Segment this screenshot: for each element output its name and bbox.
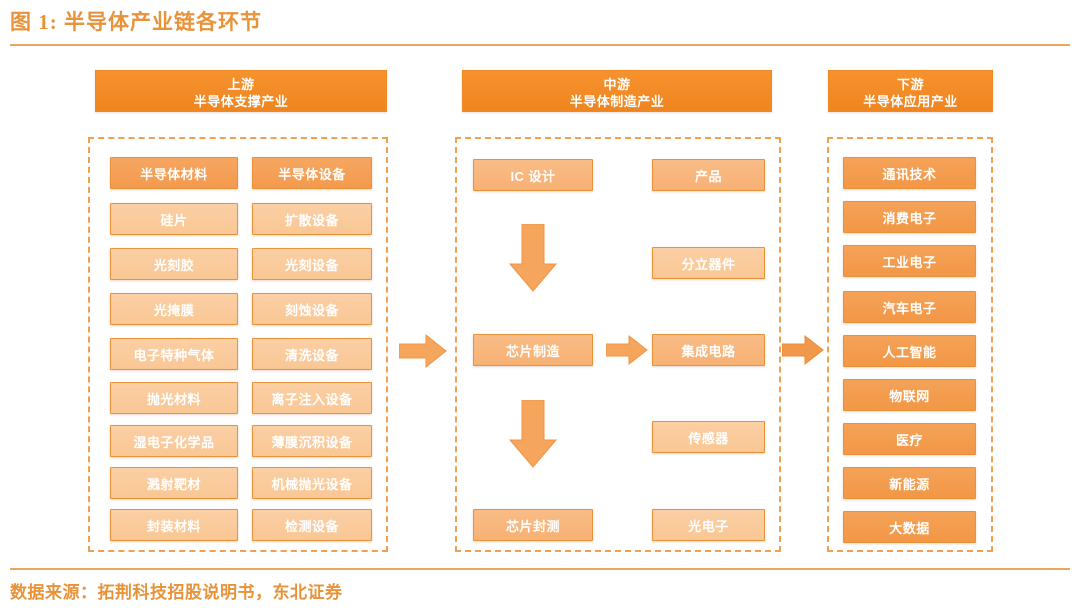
node-downstream-3[interactable]: 汽车电子 (843, 291, 976, 323)
node-upstream-equipment-8[interactable]: 检测设备 (252, 509, 372, 541)
section-header-downstream-line2: 半导体应用产业 (863, 94, 958, 109)
node-upstream-equipment-2[interactable]: 光刻设备 (252, 248, 372, 280)
node-upstream-materials-7[interactable]: 溅射靶材 (110, 467, 238, 499)
section-header-downstream: 下游 半导体应用产业 (828, 70, 993, 112)
node-downstream-6[interactable]: 医疗 (843, 423, 976, 455)
arrow-right-process-to-products-icon (606, 334, 648, 366)
figure-title: 图 1: 半导体产业链各环节 (10, 10, 262, 34)
arrow-right-upstream-to-midstream-icon (399, 333, 447, 369)
footer-divider (10, 568, 1070, 570)
node-midstream-product-3[interactable]: 传感器 (652, 421, 765, 453)
node-upstream-materials-1[interactable]: 硅片 (110, 203, 238, 235)
dashed-container-midstream (455, 137, 781, 552)
node-upstream-materials-5[interactable]: 抛光材料 (110, 382, 238, 414)
node-downstream-8[interactable]: 大数据 (843, 511, 976, 543)
node-upstream-materials-4[interactable]: 电子特种气体 (110, 338, 238, 370)
node-downstream-1[interactable]: 消费电子 (843, 201, 976, 233)
node-midstream-process-1[interactable]: 芯片制造 (473, 334, 593, 366)
dashed-container-downstream (827, 137, 993, 552)
node-upstream-materials-6[interactable]: 湿电子化学品 (110, 425, 238, 457)
node-downstream-0[interactable]: 通讯技术 (843, 157, 976, 189)
node-upstream-equipment-0[interactable]: 半导体设备 (252, 157, 372, 189)
arrow-down-fab-to-test-icon (508, 400, 558, 468)
node-upstream-materials-2[interactable]: 光刻胶 (110, 248, 238, 280)
node-upstream-equipment-4[interactable]: 清洗设备 (252, 338, 372, 370)
dashed-container-upstream (88, 137, 388, 552)
node-upstream-equipment-6[interactable]: 薄膜沉积设备 (252, 425, 372, 457)
node-upstream-materials-0[interactable]: 半导体材料 (110, 157, 238, 189)
section-header-midstream-line2: 半导体制造产业 (569, 94, 665, 109)
node-upstream-equipment-1[interactable]: 扩散设备 (252, 203, 372, 235)
arrow-down-design-to-fab-icon (508, 224, 558, 292)
node-downstream-5[interactable]: 物联网 (843, 379, 976, 411)
node-midstream-product-0[interactable]: 产品 (652, 159, 765, 191)
node-upstream-materials-3[interactable]: 光掩膜 (110, 293, 238, 325)
section-header-upstream: 上游 半导体支撑产业 (95, 70, 387, 112)
node-midstream-product-2[interactable]: 集成电路 (652, 334, 765, 366)
node-upstream-equipment-5[interactable]: 离子注入设备 (252, 382, 372, 414)
source-note: 数据来源：拓荆科技招股说明书，东北证券 (10, 583, 343, 602)
section-header-upstream-line1: 上游 (227, 77, 255, 92)
node-downstream-7[interactable]: 新能源 (843, 467, 976, 499)
node-midstream-process-0[interactable]: IC 设计 (473, 159, 593, 191)
section-header-upstream-line2: 半导体支撑产业 (193, 94, 289, 109)
node-midstream-product-1[interactable]: 分立器件 (652, 247, 765, 279)
section-header-downstream-line1: 下游 (896, 77, 924, 92)
section-header-midstream-line1: 中游 (603, 77, 631, 92)
node-upstream-equipment-7[interactable]: 机械抛光设备 (252, 467, 372, 499)
node-midstream-product-4[interactable]: 光电子 (652, 509, 765, 541)
node-midstream-process-2[interactable]: 芯片封测 (473, 509, 593, 541)
section-header-midstream: 中游 半导体制造产业 (462, 70, 772, 112)
node-upstream-materials-8[interactable]: 封装材料 (110, 509, 238, 541)
arrow-right-midstream-to-downstream-icon (782, 334, 824, 366)
node-downstream-4[interactable]: 人工智能 (843, 335, 976, 367)
node-downstream-2[interactable]: 工业电子 (843, 245, 976, 277)
title-divider (10, 44, 1070, 46)
node-upstream-equipment-3[interactable]: 刻蚀设备 (252, 293, 372, 325)
